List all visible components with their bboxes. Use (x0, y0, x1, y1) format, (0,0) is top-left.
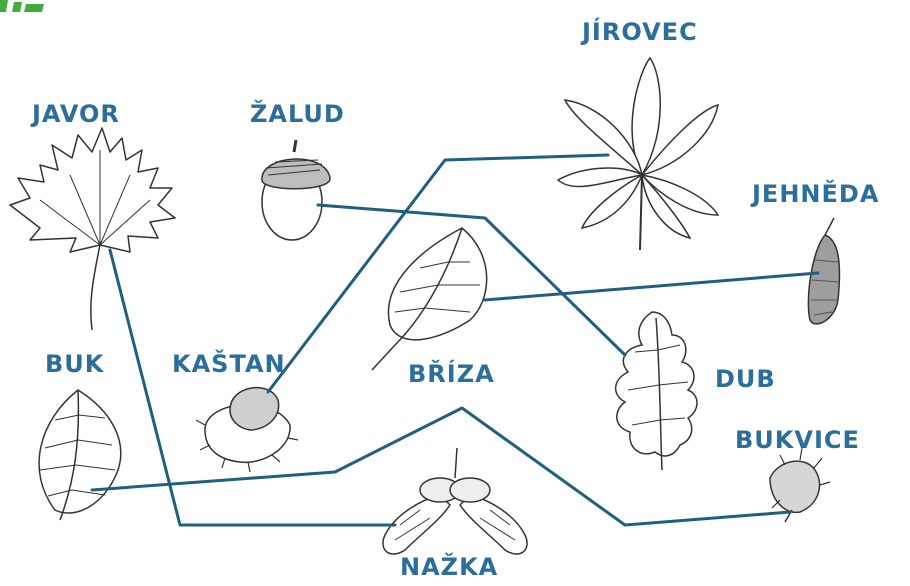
label-buk: BUK (45, 350, 104, 378)
beech-leaf-icon[interactable] (39, 390, 121, 520)
horse-chestnut-leaf-icon[interactable] (558, 58, 718, 250)
label-briza: BŘÍZA (408, 360, 495, 388)
label-dub: DUB (715, 365, 776, 393)
label-javor: JAVOR (32, 100, 120, 128)
maple-seed-icon[interactable] (383, 448, 527, 554)
acorn-icon[interactable] (262, 140, 330, 240)
label-zalud: ŽALUD (250, 100, 345, 128)
maple-leaf-icon[interactable] (10, 128, 175, 330)
label-kastan: KAŠTAN (172, 350, 286, 378)
birch-leaf-icon[interactable] (372, 228, 487, 370)
label-nazka: NAŽKA (400, 553, 498, 581)
label-jirovec: JÍROVEC (582, 18, 698, 46)
label-jehneda: JEHNĚDA (752, 180, 879, 208)
label-bukvice: BUKVICE (735, 426, 860, 454)
beechnut-icon[interactable] (770, 448, 830, 522)
connection-briza-jehneda (485, 273, 818, 300)
catkin-icon[interactable] (808, 218, 839, 324)
oak-leaf-icon[interactable] (616, 312, 697, 470)
chestnut-fruit-icon[interactable] (196, 388, 298, 472)
